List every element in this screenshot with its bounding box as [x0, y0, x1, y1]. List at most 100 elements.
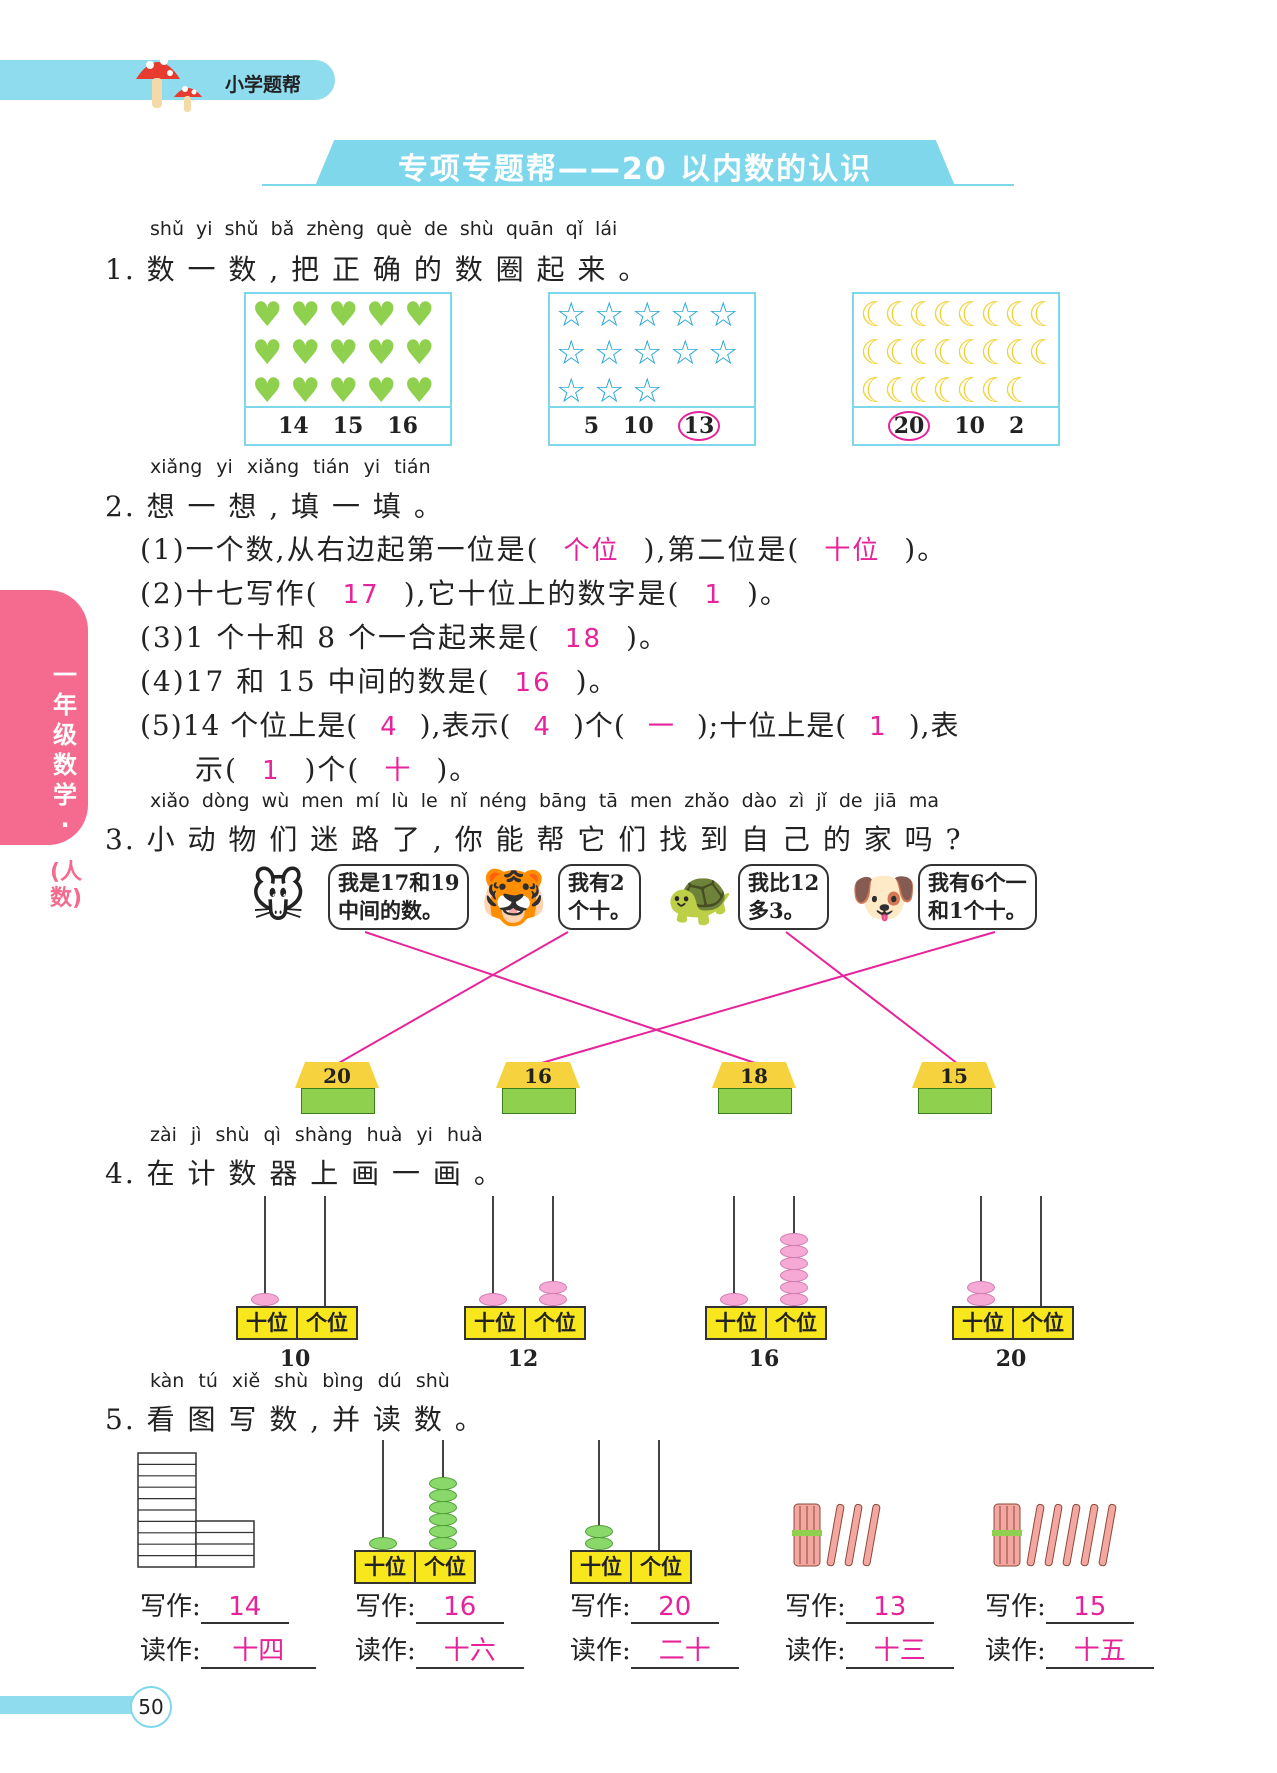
- abacus-bead[interactable]: [967, 1281, 995, 1294]
- answer[interactable]: 1: [261, 756, 281, 786]
- answer[interactable]: 16: [514, 668, 552, 698]
- moon-icon: ☾: [1004, 333, 1035, 373]
- moon-icon: ☾: [1004, 371, 1035, 411]
- read-answer[interactable]: 二十: [630, 1630, 739, 1669]
- heart-icon: ♥: [404, 371, 435, 411]
- star-icon: ☆: [670, 333, 701, 373]
- moon-icon: ☾: [980, 371, 1011, 411]
- cat-icon: 🐯: [480, 866, 548, 929]
- answer[interactable]: 4: [533, 712, 551, 742]
- mouse-icon: 🐭: [250, 866, 307, 929]
- answer[interactable]: 十位: [824, 536, 881, 566]
- option[interactable]: 15: [332, 413, 364, 439]
- option[interactable]: 10: [954, 413, 985, 439]
- write-line-3: 写作:20: [570, 1586, 719, 1624]
- read-line-5: 读作:十五: [985, 1630, 1154, 1669]
- match-line: [364, 931, 759, 1065]
- answer[interactable]: 个位: [563, 536, 620, 566]
- heart-icon: ♥: [404, 295, 435, 335]
- text: ),第二位是(: [643, 533, 801, 566]
- q1-box-stars: ☆☆☆☆☆☆☆☆☆☆☆☆☆ 5 10 13: [548, 292, 756, 446]
- abacus-bead[interactable]: [429, 1525, 457, 1538]
- write-answer[interactable]: 20: [630, 1592, 719, 1624]
- abacus-bead[interactable]: [585, 1525, 613, 1538]
- write-answer[interactable]: 15: [1045, 1592, 1134, 1624]
- q5-number: 5.: [105, 1403, 136, 1436]
- star-icon: ☆: [556, 295, 587, 335]
- abacus-bead[interactable]: [780, 1281, 808, 1294]
- abacus-base: 十位个位: [236, 1306, 358, 1340]
- ones-label: 个位: [414, 1552, 474, 1582]
- q4-pinyin: zài jì shù qì shàng huà yi huà: [150, 1124, 483, 1146]
- abacus-bead[interactable]: [780, 1293, 808, 1306]
- answer[interactable]: 十: [384, 756, 413, 786]
- house[interactable]: 15: [912, 1062, 996, 1114]
- text: ),它十位上的数字是(: [403, 577, 681, 610]
- abacus-bead[interactable]: [780, 1233, 808, 1246]
- write-answer[interactable]: 13: [845, 1592, 934, 1624]
- heart-icon: ♥: [252, 333, 283, 373]
- abacus-bead[interactable]: [429, 1489, 457, 1502]
- text: )。: [436, 753, 480, 786]
- option[interactable]: 14: [278, 413, 309, 439]
- q5-title: 5. 看 图 写 数 , 并 读 数 。: [105, 1398, 485, 1438]
- star-icon: ☆: [708, 295, 739, 335]
- read-answer[interactable]: 十六: [415, 1630, 524, 1669]
- q1-pinyin: shǔ yi shǔ bǎ zhèng què de shù quān qǐ l…: [150, 218, 618, 240]
- house[interactable]: 18: [712, 1062, 796, 1114]
- abacus-bead[interactable]: [780, 1245, 808, 1258]
- abacus-bead[interactable]: [429, 1513, 457, 1526]
- abacus-bead[interactable]: [780, 1257, 808, 1270]
- abacus-bead[interactable]: [429, 1501, 457, 1514]
- house[interactable]: 16: [496, 1062, 580, 1114]
- abacus-rod: [324, 1196, 326, 1306]
- option[interactable]: 10: [623, 413, 654, 439]
- answer[interactable]: 一: [647, 712, 675, 742]
- read-line-1: 读作:十四: [140, 1630, 316, 1669]
- abacus-bead[interactable]: [369, 1537, 397, 1550]
- q5-text: 看 图 写 数 , 并 读 数 。: [146, 1403, 485, 1436]
- option[interactable]: 16: [387, 413, 418, 439]
- abacus-bead[interactable]: [429, 1537, 457, 1550]
- q1-options-1: 14 15 16: [246, 406, 450, 444]
- abacus-bead[interactable]: [479, 1293, 507, 1306]
- answer[interactable]: 4: [380, 712, 398, 742]
- side-grade-label: 一年级数学·上: [53, 661, 77, 869]
- answer[interactable]: 1: [704, 580, 723, 610]
- option[interactable]: 2: [1008, 413, 1025, 439]
- answer[interactable]: 1: [869, 712, 887, 742]
- write-answer[interactable]: 14: [200, 1592, 289, 1624]
- abacus-rod: [733, 1196, 735, 1306]
- ones-label: 个位: [1012, 1308, 1072, 1338]
- house-number: 18: [740, 1064, 768, 1088]
- abacus-rod: [598, 1440, 600, 1550]
- option[interactable]: 5: [583, 413, 600, 439]
- write-line-4: 写作:13: [785, 1586, 934, 1624]
- house[interactable]: 20: [295, 1062, 379, 1114]
- answer[interactable]: 18: [564, 624, 603, 654]
- abacus-bead[interactable]: [720, 1293, 748, 1306]
- option-circled[interactable]: 13: [677, 411, 721, 441]
- option-circled[interactable]: 20: [887, 411, 931, 441]
- moon-icon: ☾: [860, 295, 891, 335]
- abacus-value: 20: [995, 1346, 1027, 1372]
- abacus-bead[interactable]: [780, 1269, 808, 1282]
- abacus-bead[interactable]: [967, 1293, 995, 1306]
- read-answer[interactable]: 十四: [200, 1630, 316, 1669]
- star-icon: ☆: [632, 333, 663, 373]
- abacus-value: 16: [748, 1346, 780, 1372]
- text: )。: [746, 577, 790, 610]
- title-underline: [262, 184, 1014, 186]
- abacus-bead[interactable]: [585, 1537, 613, 1550]
- abacus-bead[interactable]: [539, 1293, 567, 1306]
- abacus-bead[interactable]: [251, 1293, 279, 1306]
- abacus-bead[interactable]: [429, 1477, 457, 1490]
- tens-label: 十位: [474, 1311, 516, 1335]
- answer[interactable]: 17: [342, 580, 380, 610]
- read-answer[interactable]: 十三: [845, 1630, 954, 1669]
- read-answer[interactable]: 十五: [1045, 1630, 1154, 1669]
- abacus-bead[interactable]: [539, 1281, 567, 1294]
- write-answer[interactable]: 16: [415, 1592, 504, 1624]
- text: )个(: [304, 753, 361, 786]
